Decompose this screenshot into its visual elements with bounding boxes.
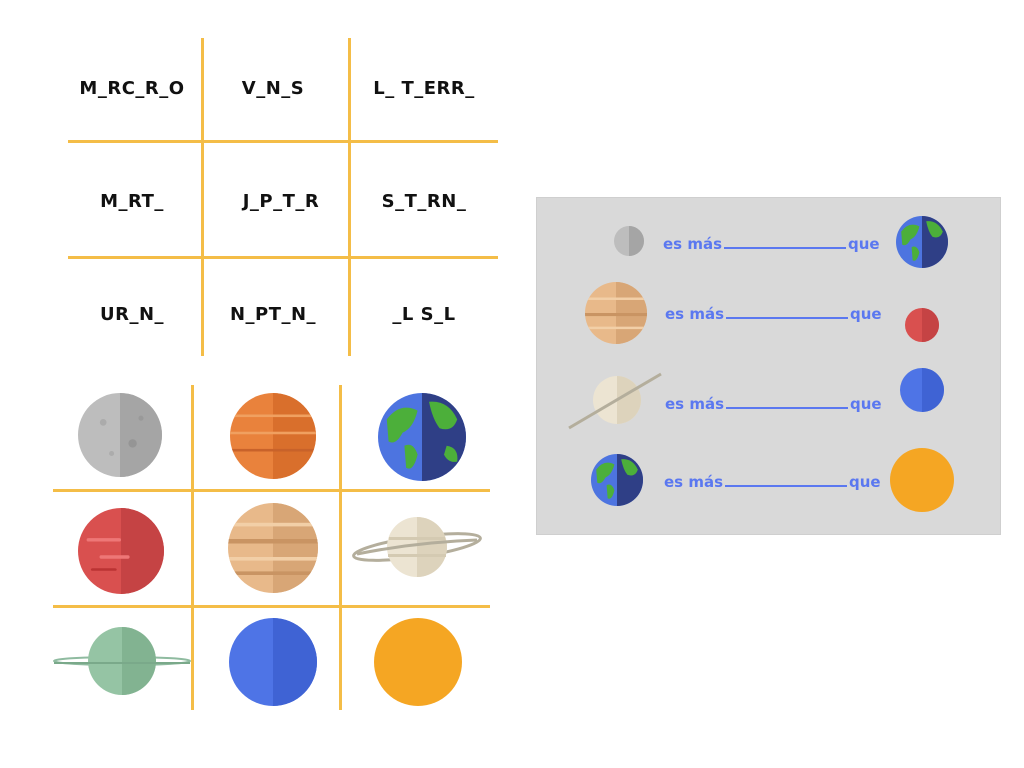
jupiter-icon	[585, 282, 647, 344]
comparison-suffix: que	[850, 305, 882, 323]
comparison-row-1: es más que	[663, 233, 880, 253]
grid-line	[339, 385, 342, 710]
jupiter-icon	[228, 503, 318, 593]
comparison-suffix: que	[850, 395, 882, 413]
sun-icon	[890, 448, 954, 512]
mars-red-icon	[905, 308, 939, 342]
mars-orange-icon	[230, 393, 316, 479]
word-venus: V_N_S	[241, 78, 305, 99]
answer-blank[interactable]	[724, 233, 847, 249]
mercury-icon	[78, 393, 162, 477]
word-mars: M_RT_	[100, 191, 164, 212]
mercury-icon	[614, 226, 644, 256]
sun-icon	[374, 618, 462, 706]
word-neptune: N_PT_N_	[229, 304, 317, 325]
word-uranus: UR_N_	[99, 304, 165, 325]
word-earth: L_ T_ERR_	[373, 78, 475, 99]
grid-line	[191, 385, 194, 710]
grid-line	[68, 256, 498, 259]
answer-blank[interactable]	[726, 303, 849, 319]
mars-red-icon	[78, 508, 164, 594]
earth-icon	[591, 454, 643, 506]
comparison-prefix: es más	[664, 473, 724, 491]
comparison-row-2: es más que	[665, 303, 882, 323]
grid-line	[53, 489, 490, 492]
word-jupiter: J_P_T_R	[242, 191, 320, 212]
saturn-icon	[352, 517, 482, 577]
word-sun: _L S_L	[392, 304, 456, 325]
answer-blank[interactable]	[725, 471, 848, 487]
word-mercury: M_RC_R_O	[79, 78, 185, 99]
comparison-panel: es más que es más que es más que	[536, 197, 1001, 535]
grid-line	[201, 38, 204, 356]
grid-line	[53, 605, 490, 608]
comparison-row-3: es más que	[665, 393, 882, 413]
uranus-icon	[53, 627, 191, 695]
comparison-suffix: que	[848, 235, 880, 253]
word-saturn: S_T_RN_	[381, 191, 467, 212]
comparison-prefix: es más	[663, 235, 723, 253]
saturn-icon	[568, 372, 662, 430]
earth-icon	[896, 216, 948, 268]
comparison-row-4: es más que	[664, 471, 881, 491]
grid-line	[68, 140, 498, 143]
neptune-icon	[900, 368, 944, 412]
comparison-prefix: es más	[665, 395, 725, 413]
neptune-icon	[229, 618, 317, 706]
grid-line	[348, 38, 351, 356]
comparison-suffix: que	[849, 473, 881, 491]
comparison-prefix: es más	[665, 305, 725, 323]
earth-icon	[378, 393, 466, 481]
answer-blank[interactable]	[726, 393, 849, 409]
